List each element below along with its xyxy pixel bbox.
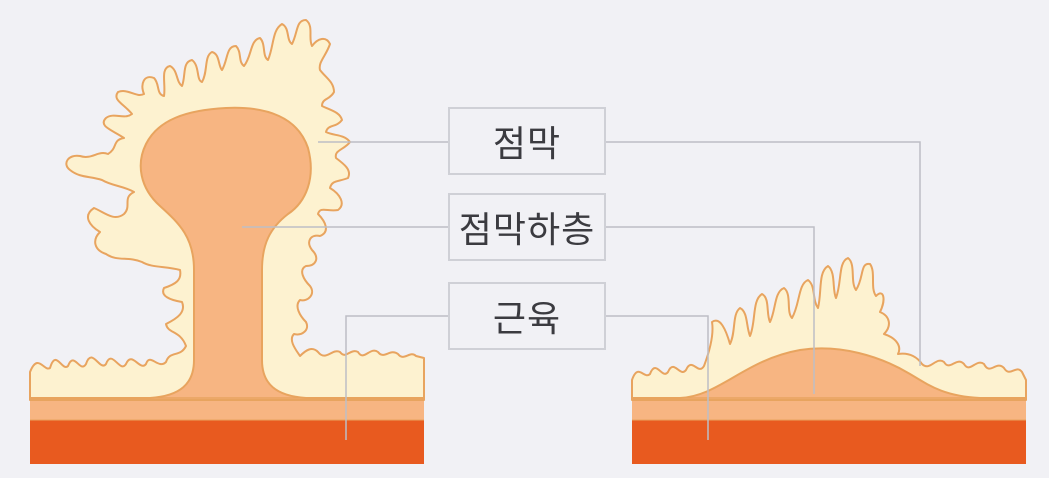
- leader-line-muscle-left: [345, 315, 448, 440]
- leader-line-submucosa-right: [606, 226, 815, 394]
- label-mucosa: 점막: [448, 107, 606, 175]
- leader-line-mucosa-right: [606, 141, 921, 366]
- leader-lines: [242, 141, 921, 440]
- label-submucosa: 점막하층: [448, 193, 606, 261]
- leader-line-muscle-right: [606, 315, 709, 440]
- left-polyp-figure: [29, 19, 425, 464]
- right-mucosa-layer: [631, 257, 1027, 399]
- right-muscle-layer: [632, 420, 1026, 464]
- label-muscle-text: 근육: [492, 299, 562, 340]
- right-polyp-figure: [631, 257, 1027, 464]
- label-submucosa-text: 점막하층: [458, 210, 596, 251]
- right-polyp-submucosa-core: [631, 347, 1027, 401]
- left-submucosa-band: [30, 398, 424, 420]
- label-muscle: 근육: [448, 282, 606, 350]
- label-mucosa-text: 점막: [492, 124, 562, 165]
- left-muscle-layer: [30, 420, 424, 464]
- left-polyp-submucosa-core: [29, 106, 425, 401]
